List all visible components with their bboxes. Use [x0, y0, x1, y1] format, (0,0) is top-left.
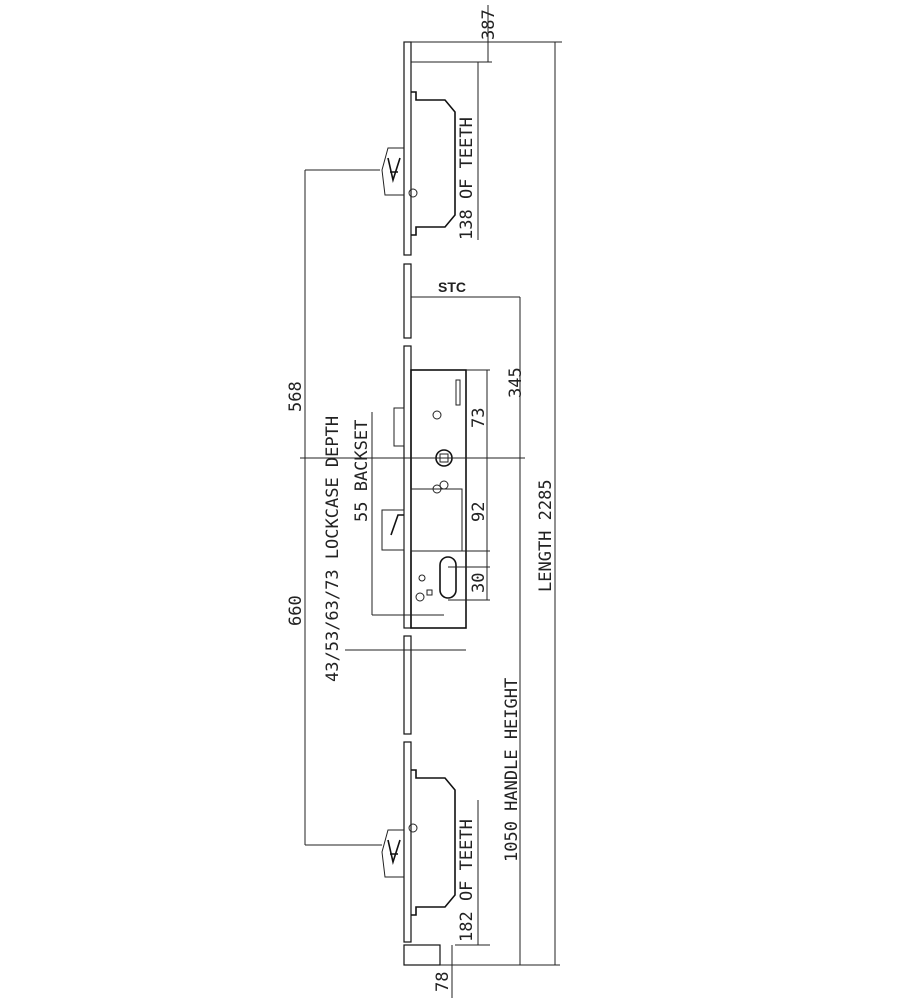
- lockcase-depth-label: 43/53/63/73 LOCKCASE DEPTH: [323, 416, 343, 682]
- dimension-lines: [300, 5, 562, 998]
- top-offset-label: 387: [479, 9, 499, 40]
- cylinder-label: 30: [469, 573, 489, 593]
- lockcase: [381, 369, 467, 629]
- follower-to-cylinder-label: 92: [469, 502, 489, 522]
- top-teeth-label: 138 OF TEETH: [457, 117, 477, 240]
- top-hook-case: [381, 91, 456, 236]
- lower-hook-span-label: 660: [286, 595, 306, 626]
- backset-label: 55 BACKSET: [352, 420, 372, 522]
- stc-distance-label: 345: [506, 367, 526, 398]
- stc-label: STC: [438, 279, 466, 295]
- bottom-teeth-label: 182 OF TEETH: [457, 819, 477, 942]
- handle-height-label: 1050 HANDLE HEIGHT: [502, 678, 522, 862]
- upper-hook-span-label: 568: [286, 381, 306, 412]
- length-label: LENGTH 2285: [536, 479, 556, 592]
- follower-to-top-label: 73: [469, 408, 489, 428]
- bottom-offset-label: 78: [433, 972, 453, 992]
- bottom-hook-case: [381, 769, 456, 916]
- faceplate: [403, 41, 441, 966]
